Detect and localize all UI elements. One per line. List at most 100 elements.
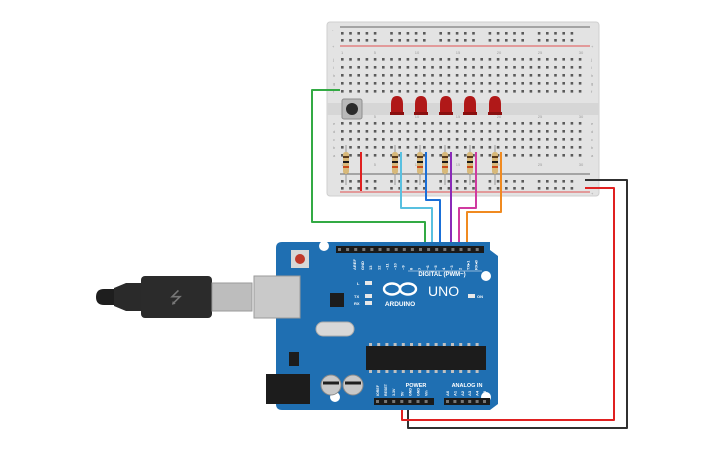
breadboard-hole[interactable] (414, 82, 418, 85)
breadboard-hole[interactable] (570, 90, 574, 93)
breadboard-hole[interactable] (472, 154, 475, 157)
breadboard-hole[interactable] (521, 146, 524, 149)
breadboard-hole[interactable] (513, 58, 516, 61)
rail-hole[interactable] (439, 187, 442, 190)
power-header[interactable] (374, 398, 434, 405)
breadboard-hole[interactable] (488, 90, 492, 93)
breadboard-hole[interactable] (578, 146, 582, 149)
breadboard-hole[interactable] (398, 122, 401, 125)
breadboard-hole[interactable] (496, 146, 500, 149)
breadboard-hole[interactable] (537, 90, 541, 93)
rail-hole[interactable] (546, 180, 549, 183)
breadboard-hole[interactable] (357, 122, 360, 125)
rail-hole[interactable] (341, 32, 344, 35)
rail-hole[interactable] (357, 39, 360, 42)
rail-hole[interactable] (496, 180, 500, 183)
rail-hole[interactable] (554, 39, 557, 42)
breadboard-hole[interactable] (349, 130, 352, 133)
breadboard-hole[interactable] (414, 122, 418, 125)
breadboard-hole[interactable] (431, 146, 434, 149)
rail-hole[interactable] (373, 180, 377, 183)
breadboard-hole[interactable] (496, 130, 500, 133)
breadboard-hole[interactable] (472, 146, 475, 149)
breadboard-hole[interactable] (464, 146, 467, 149)
breadboard-hole[interactable] (496, 58, 500, 61)
breadboard-hole[interactable] (439, 82, 442, 85)
breadboard-hole[interactable] (570, 130, 574, 133)
breadboard-hole[interactable] (357, 66, 360, 69)
breadboard-hole[interactable] (505, 122, 508, 125)
breadboard-hole[interactable] (488, 130, 492, 133)
rail-hole[interactable] (464, 32, 467, 35)
rail-hole[interactable] (398, 187, 401, 190)
breadboard-hole[interactable] (570, 82, 574, 85)
rail-hole[interactable] (505, 32, 508, 35)
breadboard-hole[interactable] (414, 74, 418, 77)
rail-hole[interactable] (513, 32, 516, 35)
breadboard-hole[interactable] (390, 58, 393, 61)
breadboard-hole[interactable] (513, 90, 516, 93)
breadboard-hole[interactable] (546, 90, 549, 93)
rail-hole[interactable] (406, 187, 410, 190)
breadboard-hole[interactable] (398, 74, 401, 77)
breadboard-hole[interactable] (455, 74, 459, 77)
rail-hole[interactable] (521, 180, 524, 183)
breadboard-hole[interactable] (365, 66, 369, 69)
breadboard-hole[interactable] (521, 58, 524, 61)
rail-hole[interactable] (472, 32, 475, 35)
breadboard-hole[interactable] (390, 138, 393, 141)
rail-hole[interactable] (496, 39, 500, 42)
breadboard-holes[interactable] (341, 32, 582, 190)
breadboard-hole[interactable] (578, 122, 582, 125)
rail-hole[interactable] (554, 187, 557, 190)
breadboard-hole[interactable] (365, 130, 369, 133)
breadboard-hole[interactable] (472, 130, 475, 133)
rail-hole[interactable] (570, 187, 574, 190)
wire-green[interactable] (311, 89, 426, 250)
breadboard-hole[interactable] (349, 138, 352, 141)
breadboard-hole[interactable] (578, 58, 582, 61)
header-pin[interactable] (443, 248, 447, 251)
rail-hole[interactable] (365, 180, 369, 183)
breadboard-hole[interactable] (431, 66, 434, 69)
led[interactable] (489, 96, 501, 114)
breadboard-hole[interactable] (488, 82, 492, 85)
breadboard-hole[interactable] (472, 138, 475, 141)
breadboard-hole[interactable] (537, 138, 541, 141)
rail-hole[interactable] (537, 187, 541, 190)
rail-hole[interactable] (472, 180, 475, 183)
breadboard-hole[interactable] (390, 90, 393, 93)
breadboard-hole[interactable] (423, 58, 426, 61)
breadboard-hole[interactable] (349, 122, 352, 125)
rail-hole[interactable] (373, 32, 377, 35)
breadboard-hole[interactable] (382, 146, 385, 149)
wire-red[interactable] (401, 187, 615, 421)
rail-hole[interactable] (455, 180, 459, 183)
breadboard-hole[interactable] (406, 122, 410, 125)
breadboard-hole[interactable] (414, 138, 418, 141)
rail-hole[interactable] (513, 187, 516, 190)
breadboard-hole[interactable] (455, 82, 459, 85)
breadboard-hole[interactable] (341, 66, 344, 69)
breadboard-hole[interactable] (373, 122, 377, 125)
usb-b-port[interactable] (253, 275, 301, 319)
breadboard-hole[interactable] (390, 130, 393, 133)
breadboard-hole[interactable] (349, 58, 352, 61)
breadboard-hole[interactable] (382, 82, 385, 85)
breadboard-hole[interactable] (578, 130, 582, 133)
wire-cyan[interactable] (400, 152, 433, 250)
breadboard-hole[interactable] (349, 146, 352, 149)
rail-hole[interactable] (341, 39, 344, 42)
breadboard-hole[interactable] (537, 154, 541, 157)
rail-hole[interactable] (455, 39, 459, 42)
rail-hole[interactable] (554, 32, 557, 35)
breadboard-hole[interactable] (365, 146, 369, 149)
breadboard-hole[interactable] (390, 66, 393, 69)
rail-hole[interactable] (406, 32, 410, 35)
breadboard-hole[interactable] (480, 90, 483, 93)
breadboard-hole[interactable] (390, 82, 393, 85)
rail-hole[interactable] (423, 180, 426, 183)
rail-hole[interactable] (505, 39, 508, 42)
rail-hole[interactable] (357, 187, 360, 190)
breadboard-hole[interactable] (554, 82, 557, 85)
